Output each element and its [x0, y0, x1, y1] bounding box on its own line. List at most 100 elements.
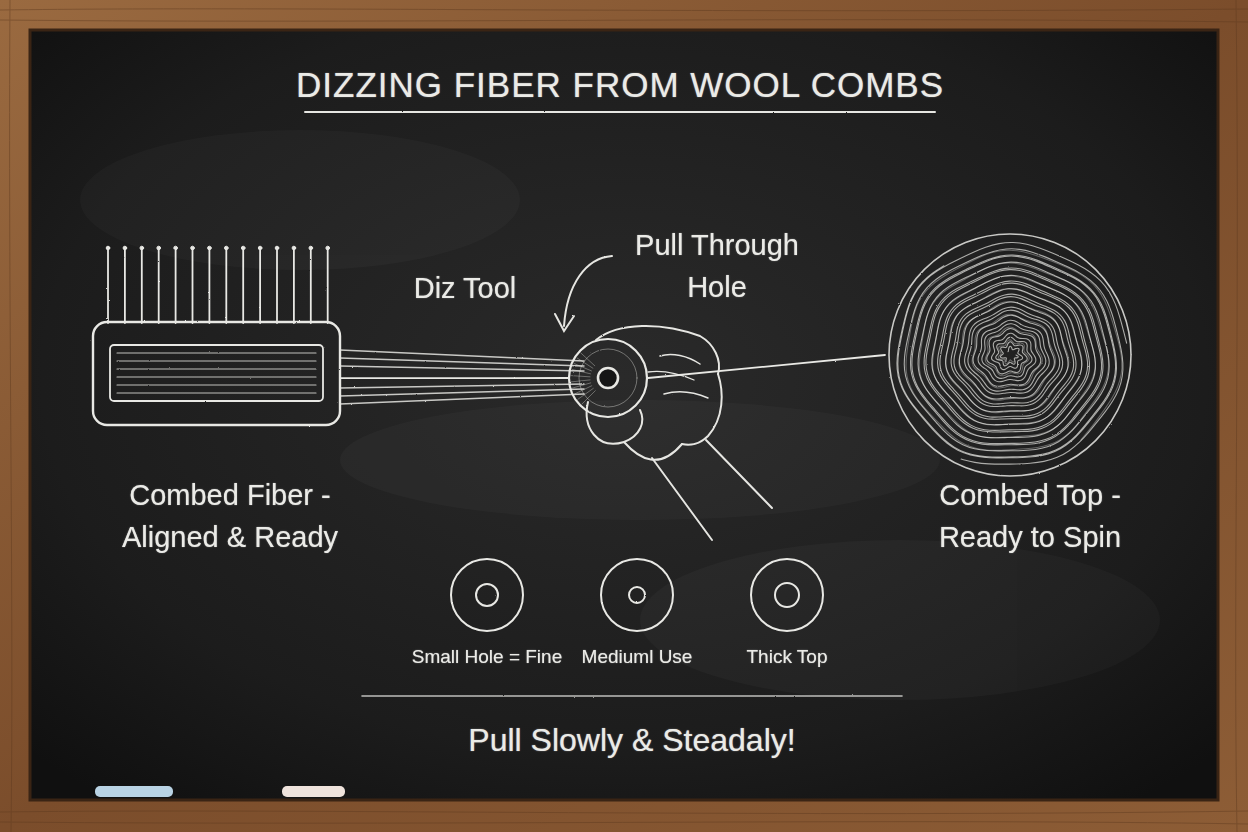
- comb-handle-inset: [110, 345, 323, 401]
- hand-drawing: [587, 326, 772, 540]
- hand-outline: [682, 374, 722, 445]
- comb-tooth-tip: [106, 246, 110, 250]
- diz-hole: [598, 368, 618, 388]
- comb-tooth-tip: [258, 246, 262, 250]
- comb-tooth-tip: [208, 246, 212, 250]
- diz-hole: [476, 584, 498, 606]
- grain-line: [0, 822, 1248, 824]
- node-caption: Combed Fiber - Aligned & Ready: [90, 474, 370, 558]
- comb-tooth-tip: [174, 246, 178, 250]
- wrist-line: [652, 458, 712, 540]
- callout-arrowhead: [555, 314, 574, 331]
- chalk-shape: [751, 559, 823, 631]
- smudge: [640, 540, 1160, 700]
- grain-line: [0, 9, 1248, 11]
- ball-outline: [889, 234, 1131, 476]
- chalk-stick: [282, 786, 345, 797]
- comb-tooth: [158, 249, 160, 323]
- node-caption: Mediuml Use: [542, 645, 732, 669]
- diz-hatching: [571, 376, 590, 377]
- diz-outline: [451, 559, 523, 631]
- diz-shading: [579, 349, 637, 407]
- finger-crease: [648, 371, 694, 380]
- comb-fiber-line: [117, 368, 316, 369]
- diz-rim: [569, 339, 647, 417]
- comb-fiber-line: [117, 384, 316, 385]
- diz-hatching: [572, 369, 590, 373]
- caption-rule: [362, 695, 902, 697]
- slate-surface: [30, 30, 1218, 800]
- comb-fiber-line: [117, 392, 316, 393]
- chalk-shape: [451, 559, 523, 631]
- comb-tooth-tip: [140, 246, 144, 250]
- fiber-strand: [340, 394, 584, 404]
- diz-hatching: [582, 391, 595, 404]
- finger-crease: [664, 392, 708, 398]
- diz-outline: [601, 559, 673, 631]
- chalk-drawing: [305, 112, 935, 696]
- diz-tool: Diz Tool: [568, 338, 648, 418]
- comb-fiber-line: [117, 376, 316, 377]
- diz-size-medium: Mediuml Use: [600, 558, 674, 632]
- diz-hatching: [578, 388, 594, 399]
- diz-hatching: [572, 383, 590, 388]
- chalk-shape: [889, 234, 1131, 476]
- comb-body: [93, 322, 340, 425]
- fiber-spiral: [898, 243, 1127, 458]
- node-shape: [885, 230, 1135, 480]
- comb-tooth: [293, 249, 295, 323]
- diz-hole: [775, 583, 799, 607]
- node-shape: [93, 245, 340, 425]
- chalk-shape: [569, 339, 647, 417]
- fiber-strand: [340, 358, 584, 366]
- node-caption: Small Hole = Fine: [392, 645, 582, 669]
- node-shape: [568, 338, 648, 418]
- fiber-connector: [648, 355, 885, 378]
- comb-tooth: [276, 249, 278, 323]
- fiber-connector: [340, 377, 568, 379]
- chalk-smudges: [80, 130, 1160, 700]
- diz-hatching: [574, 363, 591, 370]
- smudge: [340, 400, 940, 520]
- smudge: [80, 130, 520, 270]
- comb-tooth-tip: [326, 246, 330, 250]
- comb-tooth-tip: [309, 246, 313, 250]
- comb-tooth: [225, 249, 227, 323]
- comb-tooth: [242, 249, 244, 323]
- title-underline: [305, 111, 935, 113]
- comb-tooth: [208, 249, 210, 323]
- comb-tooth-tip: [292, 246, 296, 250]
- diagram-caption: Pull Slowly & Steadaly!: [312, 719, 952, 761]
- grain-line: [10, 0, 12, 832]
- combed-top-ball: Combed Top - Ready to Spin: [885, 230, 1135, 480]
- diz-hatching: [577, 358, 593, 368]
- diz-outline: [751, 559, 823, 631]
- wool-comb: Combed Fiber - Aligned & Ready: [93, 245, 340, 425]
- diz-hatching: [581, 353, 595, 366]
- comb-tooth: [192, 249, 194, 323]
- grain-line: [1236, 0, 1238, 832]
- node-shape: [450, 558, 524, 632]
- chalk-shape: [601, 559, 673, 631]
- comb-tooth: [141, 249, 143, 323]
- comb-tooth-tip: [191, 246, 195, 250]
- node-caption: Diz Tool: [375, 267, 555, 309]
- grain-line: [0, 20, 1248, 22]
- comb-tooth-tip: [241, 246, 245, 250]
- comb-tooth-tip: [157, 246, 161, 250]
- fiber-spiral: [906, 250, 1122, 450]
- comb-tooth-tip: [275, 246, 279, 250]
- wrist-line: [706, 440, 772, 508]
- comb-tooth: [327, 249, 329, 323]
- comb-tooth: [107, 249, 109, 323]
- grain-line: [0, 811, 1248, 814]
- diz-size-small: Small Hole = Fine: [450, 558, 524, 632]
- node-shape: [750, 558, 824, 632]
- chalk-stick: [95, 786, 173, 797]
- diagram-title: DIZZING FIBER FROM WOOL COMBS: [220, 63, 1020, 107]
